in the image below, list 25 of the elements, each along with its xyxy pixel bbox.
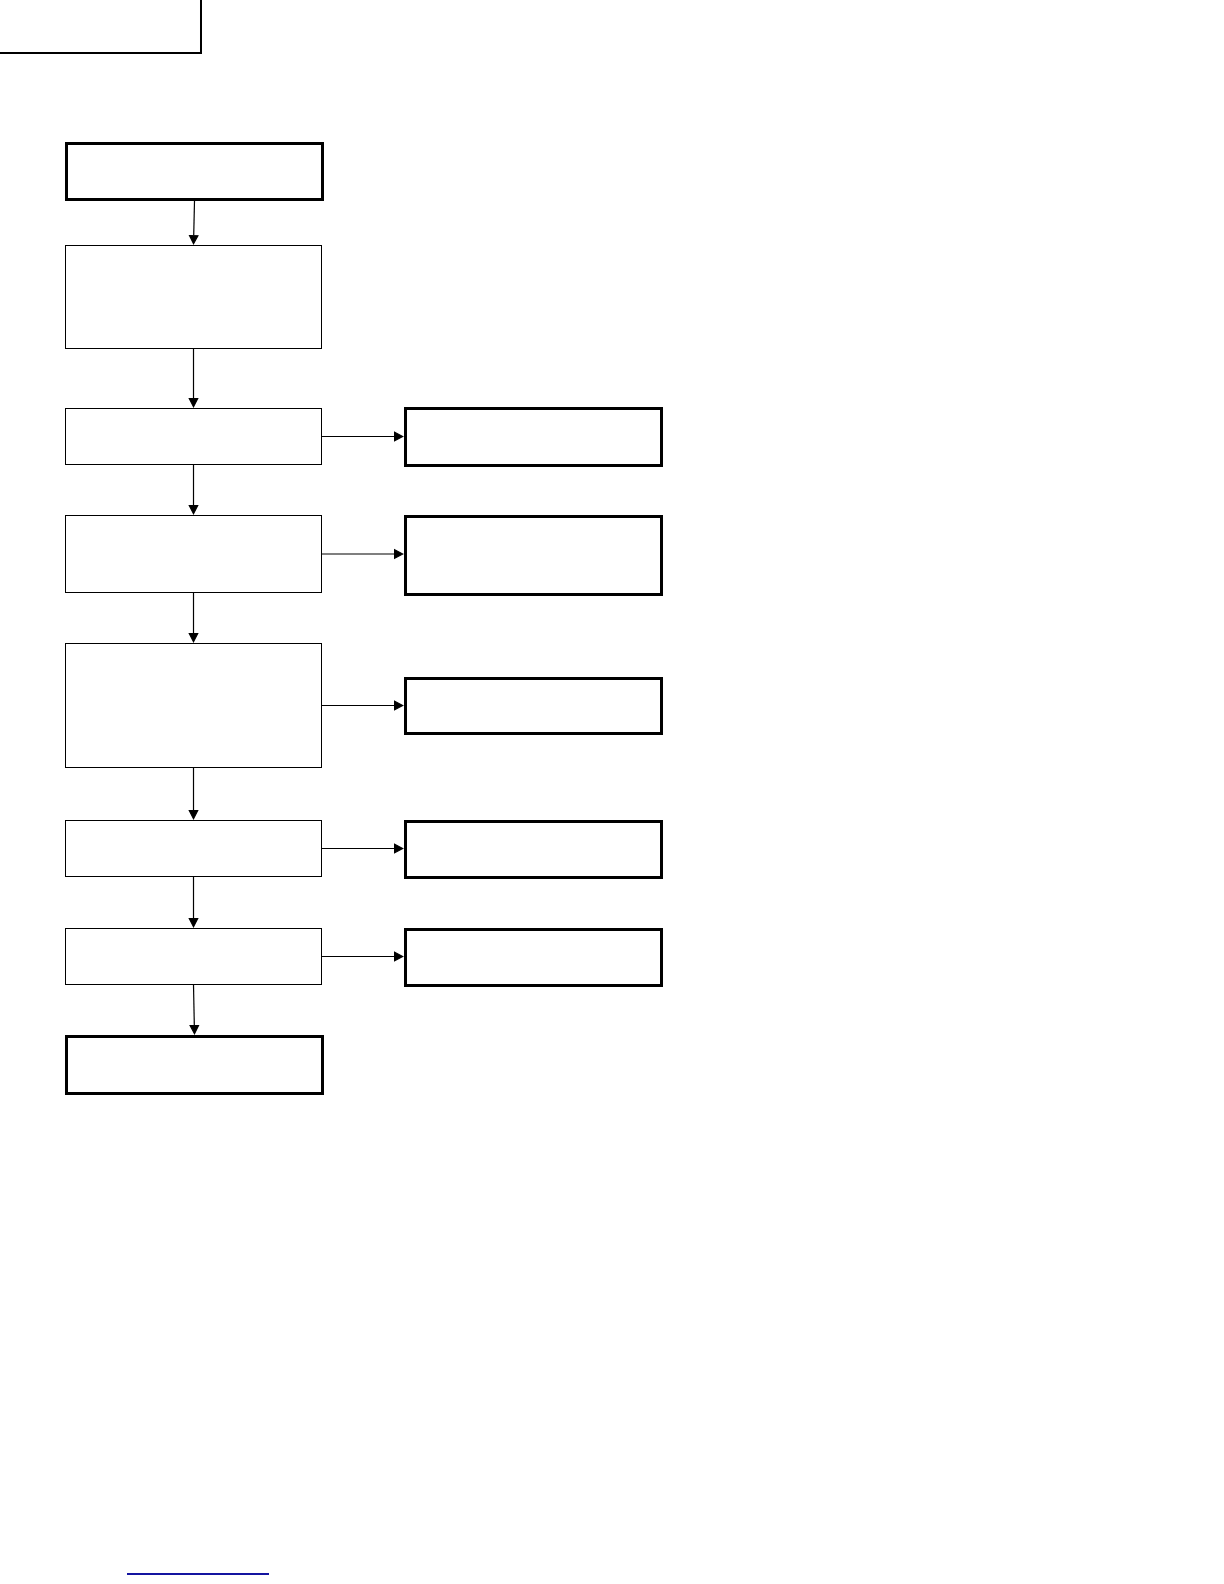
flow-box: [404, 515, 663, 596]
flow-box: [65, 643, 322, 768]
flow-box: [65, 1035, 324, 1095]
arrow: [321, 951, 404, 962]
arrow: [321, 843, 404, 854]
flow-box: [65, 245, 322, 349]
arrow: [188, 876, 199, 928]
header-box: [0, 0, 202, 54]
arrow: [189, 984, 200, 1035]
arrow: [188, 592, 199, 643]
flow-box: [65, 142, 324, 201]
arrow: [321, 700, 404, 711]
flow-box: [65, 408, 322, 465]
flow-box: [404, 407, 663, 467]
arrow: [188, 200, 199, 245]
flow-box: [404, 928, 663, 987]
flow-box: [65, 820, 322, 877]
flow-box: [65, 928, 322, 985]
arrow: [321, 431, 404, 442]
arrow: [188, 767, 199, 820]
arrow: [188, 348, 199, 408]
flow-box: [404, 820, 663, 879]
flow-box: [404, 677, 663, 735]
arrow: [188, 464, 199, 515]
flow-box: [65, 515, 322, 593]
